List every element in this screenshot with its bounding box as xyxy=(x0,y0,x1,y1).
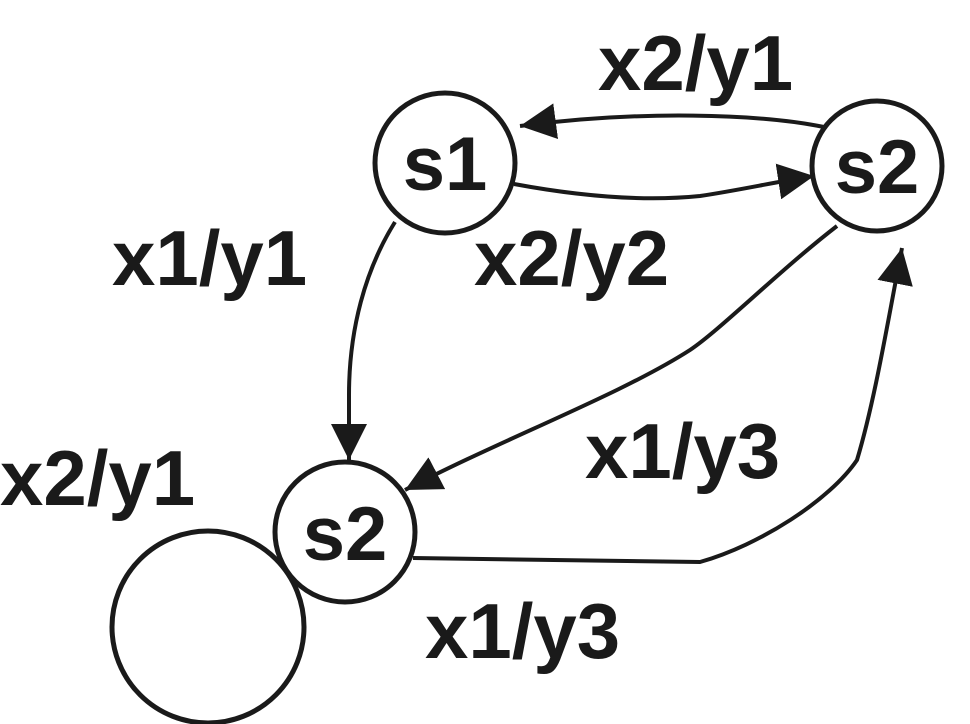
label-s2-to-s1-top: x2/y1 xyxy=(598,19,793,107)
label-self-loop-bottom: x2/y1 xyxy=(0,434,195,522)
state-s2-right-circle xyxy=(809,98,945,234)
label-s1-to-s2-bottom: x1/y1 xyxy=(112,214,307,302)
label-s2-right-to-s2-bottom: x1/y3 xyxy=(585,407,780,495)
state-s2-right: s2 xyxy=(809,98,945,234)
state-s1-circle xyxy=(372,90,518,236)
state-s1: s1 xyxy=(372,90,518,236)
edge-s1-to-s2-bottom xyxy=(331,220,397,460)
edge-s2-to-s1-top xyxy=(519,103,825,140)
state-s2-right-label: s2 xyxy=(835,125,920,210)
label-s1-to-s2-top: x2/y2 xyxy=(474,214,669,302)
state-s2-bottom: s2 xyxy=(272,459,418,605)
state-s1-label: s1 xyxy=(403,122,488,207)
state-s2-bottom-circle xyxy=(272,459,418,605)
self-loop-bottom xyxy=(109,528,307,724)
edge-s1-to-s2-top xyxy=(513,163,815,201)
edge-s2-right-to-s2-bottom xyxy=(404,224,839,492)
state-s2-bottom-label: s2 xyxy=(303,492,388,577)
label-s2-bottom-to-s2-right: x1/y3 xyxy=(425,587,620,675)
edge-s2-bottom-to-s2-right xyxy=(412,247,913,565)
